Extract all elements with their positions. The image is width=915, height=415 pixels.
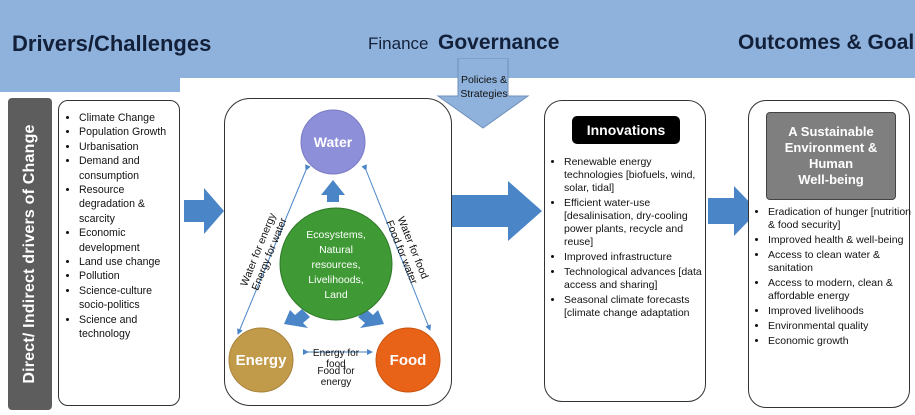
policies-line-1: Policies & xyxy=(460,74,508,86)
sidebar-label: Direct/ Indirect drivers of Change xyxy=(21,124,38,384)
driver-item: Population Growth xyxy=(79,125,175,139)
goals-list: Eradication of hunger [nutrition & food … xyxy=(756,206,914,350)
energy-label: Energy xyxy=(235,352,287,369)
innovations-box xyxy=(544,100,706,402)
drivers-sidebar: Direct/ Indirect drivers of Change xyxy=(8,98,52,410)
flow-arrow-2 xyxy=(452,181,542,241)
outcomes-title: Outcomes & Goals xyxy=(738,31,915,54)
driver-item: Science and technology xyxy=(79,313,175,342)
center-line-3: resources, xyxy=(311,259,361,271)
drivers-title: Drivers/Challenges xyxy=(12,31,212,56)
center-line-5: Land xyxy=(324,289,348,301)
goals-title-line-2: Environment & xyxy=(784,140,878,155)
innovation-item: Seasonal climate forecasts [climate chan… xyxy=(564,294,708,320)
policies-label: Policies & Strategies xyxy=(458,73,510,101)
center-label: Ecosystems, Natural resources, Livelihoo… xyxy=(296,228,376,303)
goals-title-line-4: Well-being xyxy=(798,172,864,187)
innovation-item: Technological advances [data access and … xyxy=(564,266,708,292)
drivers-box: Climate Change Population Growth Urbanis… xyxy=(58,100,180,406)
goals-title-line-3: Human xyxy=(808,156,854,171)
food-circle xyxy=(375,327,441,393)
flow-arrow-1 xyxy=(184,188,224,234)
header-banner-left xyxy=(0,0,180,92)
driver-item: Land use change xyxy=(79,255,175,269)
driver-item: Pollution xyxy=(79,269,175,283)
center-arrow-right xyxy=(358,309,384,328)
goal-item: Eradication of hunger [nutrition & food … xyxy=(768,206,914,232)
goals-title: A Sustainable Environment & Human Well-b… xyxy=(766,112,896,200)
center-arrow-left xyxy=(284,309,310,328)
water-circle xyxy=(300,109,366,175)
flow-arrow-3 xyxy=(708,186,758,236)
water-label: Water xyxy=(313,134,353,150)
goal-item: Environmental quality xyxy=(768,320,914,333)
goal-item: Improved health & well-being xyxy=(768,234,914,247)
innovation-item: Efficient water-use [desalinisation, dry… xyxy=(564,197,708,249)
water-energy-line xyxy=(237,164,311,335)
goal-item: Access to modern, clean & affordable ene… xyxy=(768,277,914,303)
energy-for-food-label: Energy for food xyxy=(312,348,360,370)
center-line-1: Ecosystems, xyxy=(306,229,366,241)
water-food-line xyxy=(361,164,431,331)
center-arrow-up xyxy=(321,180,345,202)
finance-label: Finance xyxy=(368,34,429,53)
goal-item: Improved livelihoods xyxy=(768,305,914,318)
driver-item: Economic development xyxy=(79,226,175,255)
goal-item: Access to clean water & sanitation xyxy=(768,249,914,275)
innovation-item: Renewable energy technologies [biofuels,… xyxy=(564,156,708,195)
driver-item: Resource degradation & scarcity xyxy=(79,183,175,226)
center-circle xyxy=(279,207,393,321)
center-line-2: Natural xyxy=(319,244,353,256)
driver-item: Urbanisation xyxy=(79,140,175,154)
center-line-4: Livelihoods, xyxy=(308,274,364,286)
drivers-list: Climate Change Population Growth Urbanis… xyxy=(65,111,175,342)
driver-item: Demand and consumption xyxy=(79,154,175,183)
innovation-item: Improved infrastructure xyxy=(564,251,708,264)
innovations-title: Innovations xyxy=(572,116,680,144)
food-for-energy-label: Food for energy xyxy=(317,366,355,388)
governance-title: Governance xyxy=(438,31,560,54)
goals-title-line-1: A Sustainable xyxy=(788,124,874,139)
driver-item: Science-culture socio-politics xyxy=(79,284,175,313)
driver-item: Climate Change xyxy=(79,111,175,125)
policies-arrow xyxy=(436,58,530,129)
goal-item: Economic growth xyxy=(768,335,914,348)
innovations-list: Renewable energy technologies [biofuels,… xyxy=(552,156,708,322)
nexus-diagram xyxy=(228,109,441,393)
energy-circle xyxy=(228,327,294,393)
policies-line-2: Strategies xyxy=(460,88,508,100)
food-label: Food xyxy=(389,352,427,369)
